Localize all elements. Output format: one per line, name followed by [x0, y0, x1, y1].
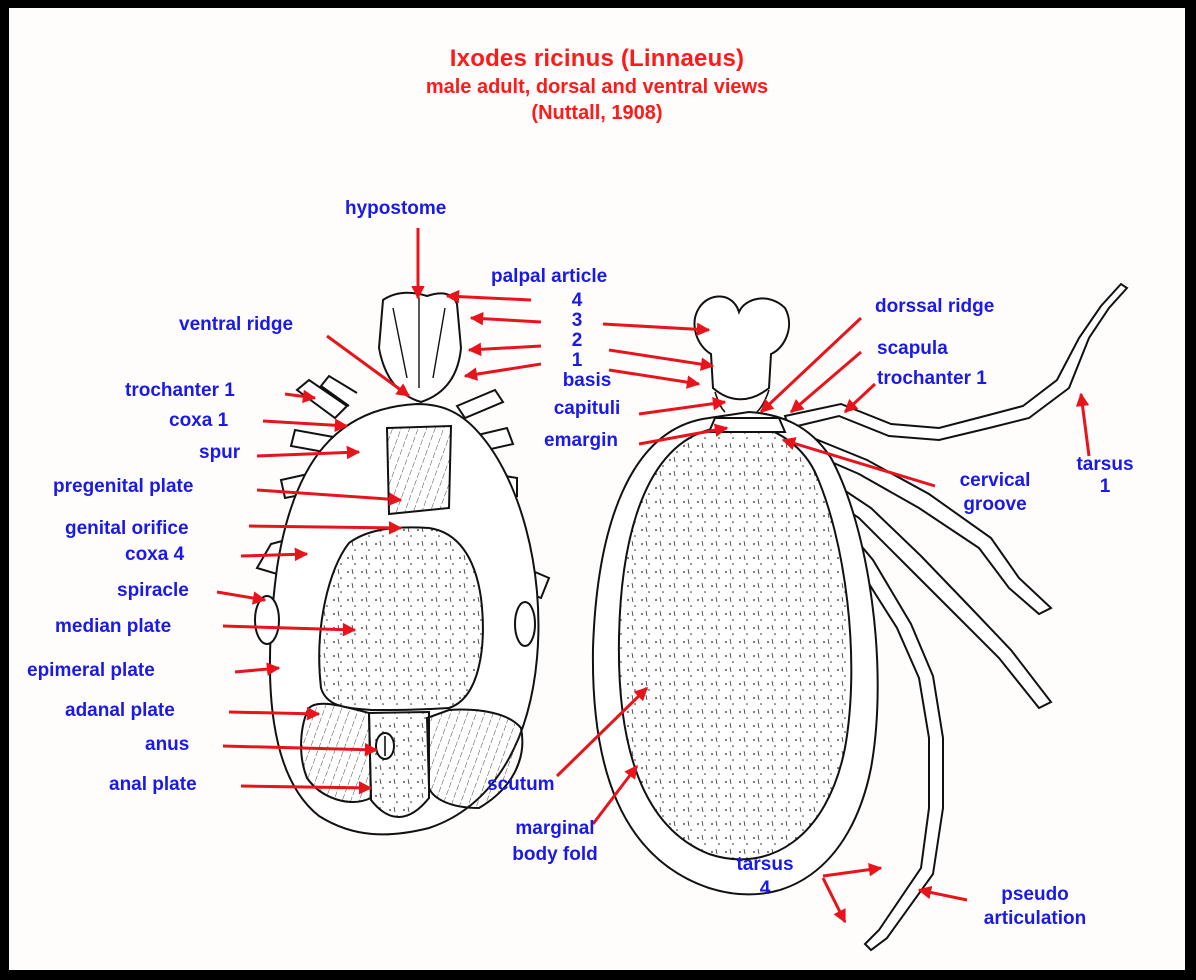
label-coxa-4: coxa 4: [125, 544, 184, 566]
label-scapula: scapula: [877, 338, 948, 360]
diagram-citation: (Nuttall, 1908): [9, 102, 1185, 125]
label-ventral-ridge: ventral ridge: [179, 314, 293, 336]
label-anal-plate: anal plate: [109, 774, 197, 796]
label-spur: spur: [199, 442, 240, 464]
label-anus: anus: [145, 734, 189, 756]
label-palpal-article: palpal article: [491, 266, 607, 288]
label-tarsus-4: tarsus: [736, 854, 793, 876]
label-pregenital-plate: pregenital plate: [53, 476, 193, 498]
label-adanal-plate: adanal plate: [65, 700, 175, 722]
ventral-capitulum: [379, 293, 461, 402]
median-plate-shape: [319, 527, 483, 710]
label-article-3: 3: [572, 310, 583, 332]
label-spiracle: spiracle: [117, 580, 189, 602]
label-article-4: 4: [572, 290, 583, 312]
label-hypostome: hypostome: [345, 198, 446, 220]
label-trochanter-1-left: trochanter 1: [125, 380, 235, 402]
label-tarsus-1-number: 1: [1100, 476, 1111, 498]
label-cervical: cervical: [960, 470, 1031, 492]
diagram-panel: Ixodes ricinus (Linnaeus) male adult, do…: [9, 8, 1185, 970]
label-tarsus-4-number: 4: [760, 878, 771, 900]
spiracle-right: [515, 602, 535, 646]
label-marginal: marginal: [515, 818, 594, 840]
label-dorssal-ridge: dorssal ridge: [875, 296, 994, 318]
label-pseudo: pseudo: [1001, 884, 1069, 906]
spiracle-left: [255, 596, 279, 644]
label-groove: groove: [963, 494, 1026, 516]
label-tarsus-1: tarsus: [1076, 454, 1133, 476]
dorsal-capitulum: [695, 296, 790, 399]
label-epimeral-plate: epimeral plate: [27, 660, 155, 682]
label-genital-orifice: genital orifice: [65, 518, 189, 540]
label-articulation: articulation: [984, 908, 1086, 930]
label-trochanter-1-right: trochanter 1: [877, 368, 987, 390]
diagram-title: Ixodes ricinus (Linnaeus): [9, 45, 1185, 73]
label-emargin: emargin: [544, 430, 618, 452]
label-body-fold: body fold: [512, 844, 597, 866]
label-basis: basis: [563, 370, 612, 392]
label-coxa-1: coxa 1: [169, 410, 228, 432]
ventral-view: [255, 293, 549, 835]
label-scutum: scutum: [487, 774, 555, 796]
scutum-shape: [619, 424, 851, 859]
label-median-plate: median plate: [55, 616, 171, 638]
dorsal-view: [593, 284, 1127, 950]
label-capituli: capituli: [554, 398, 621, 420]
diagram-subtitle: male adult, dorsal and ventral views: [9, 76, 1185, 99]
label-article-2: 2: [572, 330, 583, 352]
label-article-1: 1: [572, 350, 583, 372]
